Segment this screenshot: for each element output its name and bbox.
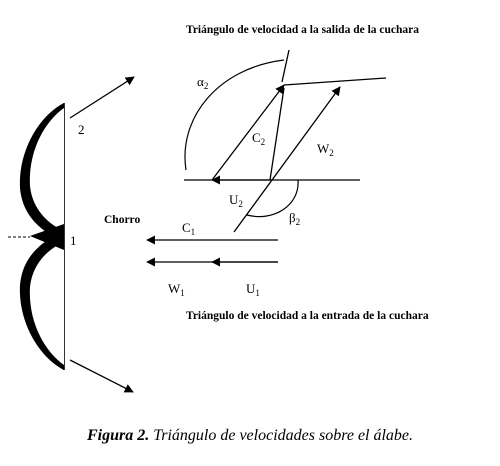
- c2-vector: [211, 84, 285, 181]
- caption-text: Triángulo de velocidades sobre el álabe.: [149, 427, 414, 444]
- alpha2-arc: [184, 59, 285, 171]
- beta2-label: β2: [289, 210, 300, 227]
- u1-label: U1: [246, 281, 260, 298]
- w2-vector: [233, 86, 341, 233]
- chorro-label: Chorro: [104, 214, 140, 226]
- bucket-shape: [8, 103, 65, 370]
- lower-exit-arrow: [69, 359, 134, 393]
- inlet-triangle-title: Triángulo de velocidad a la entrada de l…: [186, 310, 429, 322]
- alpha2-label: α2: [197, 74, 208, 91]
- outlet-triangle-title: Triángulo de velocidad a la salida de la…: [186, 24, 419, 36]
- w2-label: W2: [317, 141, 334, 158]
- tangent-line: [281, 49, 290, 83]
- u2-label: U2: [229, 192, 243, 209]
- point-2-label: 2: [78, 122, 85, 137]
- outlet-top-line: [283, 77, 387, 86]
- point-1-label: 1: [70, 233, 77, 248]
- figure-caption: Figura 2. Triángulo de velocidades sobre…: [0, 427, 500, 445]
- outlet-connector-line: [269, 87, 285, 181]
- c2-label: C2: [252, 130, 265, 147]
- w1-label: W1: [168, 281, 185, 298]
- upper-exit-arrow: [69, 76, 135, 119]
- beta2-arc: [246, 179, 299, 218]
- caption-prefix: Figura 2.: [86, 427, 150, 444]
- c1-label: C1: [182, 220, 195, 237]
